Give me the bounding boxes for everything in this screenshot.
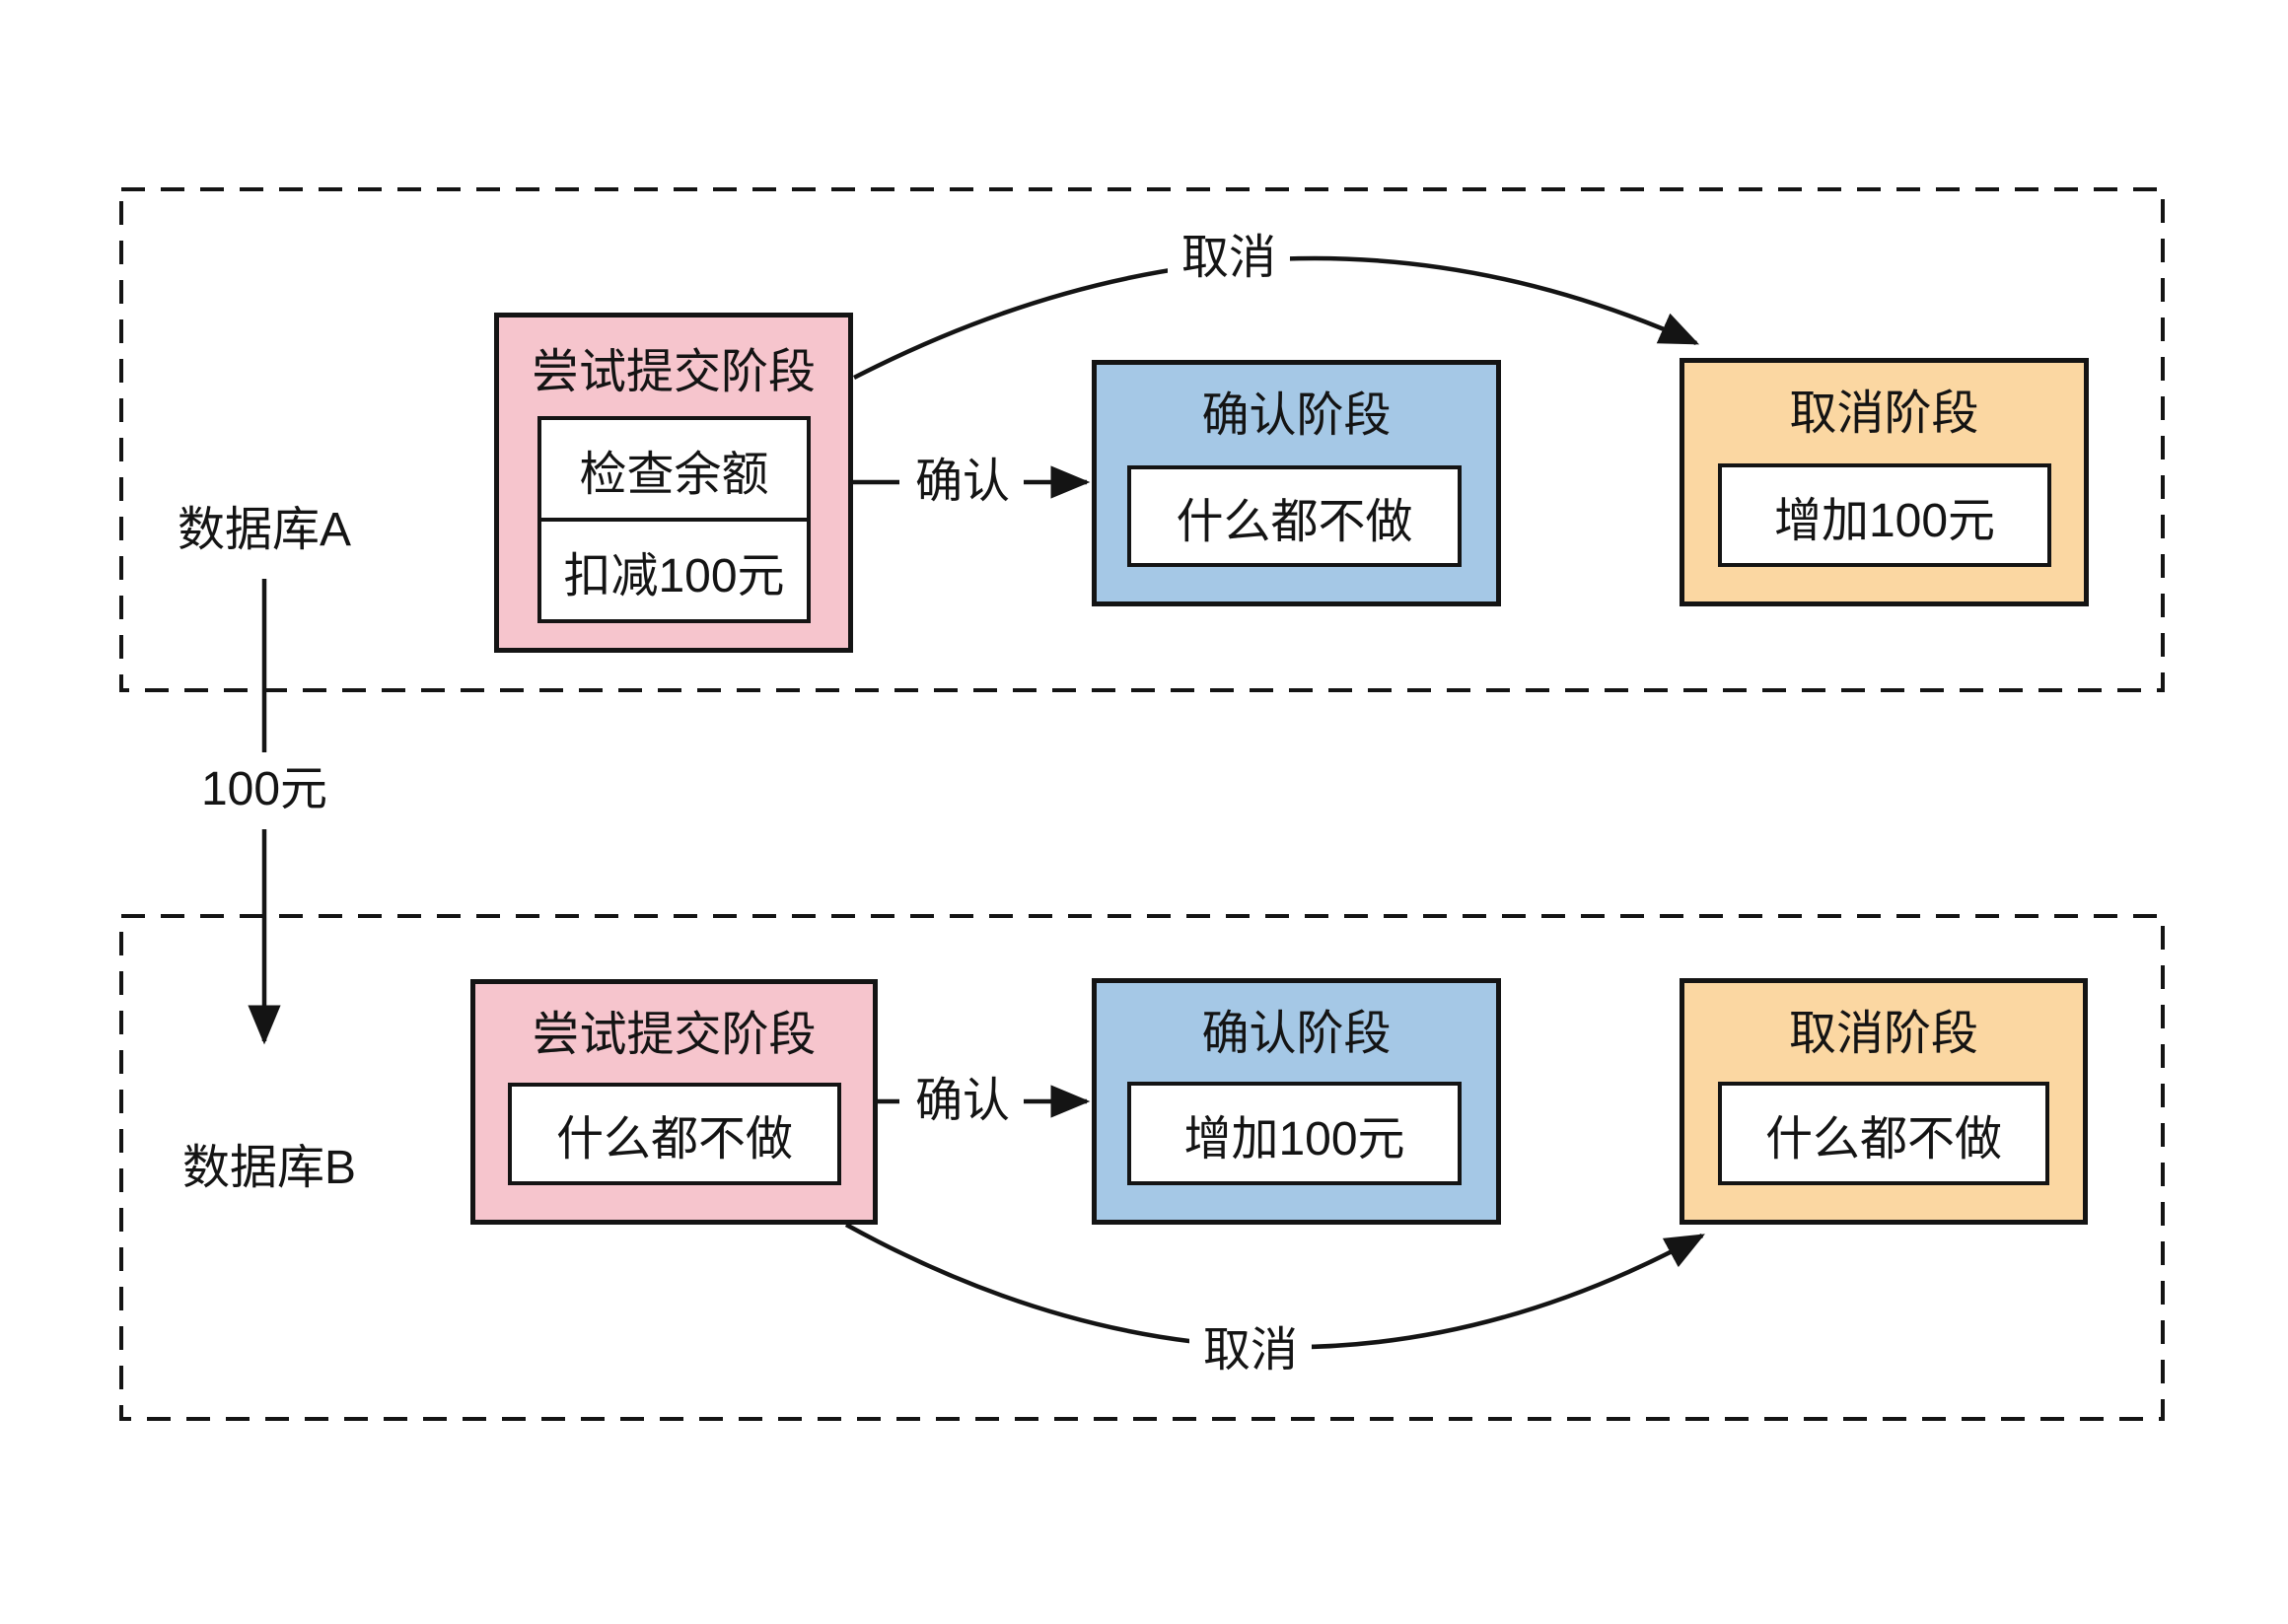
try-stage-title-a: 尝试提交阶段	[531, 346, 816, 398]
transfer-amount-label: 100元	[186, 760, 342, 819]
action-item: 增加100元	[1773, 494, 1996, 547]
action-item: 检查余额	[579, 448, 769, 501]
action-item: 什么都不做	[1176, 495, 1413, 548]
database-b-label: 数据库B	[181, 1142, 357, 1194]
cancel-stage-box-b: 取消阶段 什么都不做	[1680, 978, 2088, 1225]
cancel-edge-label-b: 取消	[1188, 1321, 1313, 1380]
confirm-stage-actions-a: 什么都不做	[1127, 465, 1462, 567]
action-item: 扣减100元	[541, 518, 807, 619]
database-a-boundary	[119, 187, 2165, 692]
action-item: 什么都不做	[555, 1113, 793, 1165]
try-stage-title-b: 尝试提交阶段	[532, 1009, 817, 1061]
confirm-edge-label-b: 确认	[900, 1072, 1025, 1131]
confirm-stage-actions-b: 增加100元	[1127, 1082, 1462, 1185]
try-stage-box-b: 尝试提交阶段 什么都不做	[470, 979, 878, 1225]
try-stage-box-a: 尝试提交阶段 检查余额 扣减100元	[494, 313, 853, 653]
cancel-stage-title-a: 取消阶段	[1789, 388, 1979, 440]
action-item: 增加100元	[1183, 1112, 1405, 1165]
confirm-stage-box-b: 确认阶段 增加100元	[1092, 978, 1501, 1225]
confirm-stage-box-a: 确认阶段 什么都不做	[1092, 360, 1501, 606]
action-item: 什么都不做	[1764, 1112, 2002, 1165]
try-stage-actions-a: 检查余额 扣减100元	[537, 416, 811, 623]
confirm-edge-label-a: 确认	[900, 453, 1025, 512]
cancel-stage-actions-b: 什么都不做	[1718, 1082, 2049, 1185]
database-a-label: 数据库A	[177, 504, 352, 556]
confirm-stage-title-a: 确认阶段	[1201, 389, 1392, 442]
database-b-boundary	[119, 914, 2165, 1421]
try-stage-actions-b: 什么都不做	[508, 1083, 841, 1185]
cancel-edge-label-a: 取消	[1167, 229, 1291, 288]
cancel-stage-box-a: 取消阶段 增加100元	[1680, 358, 2089, 606]
cancel-stage-actions-a: 增加100元	[1718, 463, 2051, 567]
confirm-stage-title-b: 确认阶段	[1201, 1008, 1392, 1060]
cancel-stage-title-b: 取消阶段	[1788, 1008, 1978, 1060]
